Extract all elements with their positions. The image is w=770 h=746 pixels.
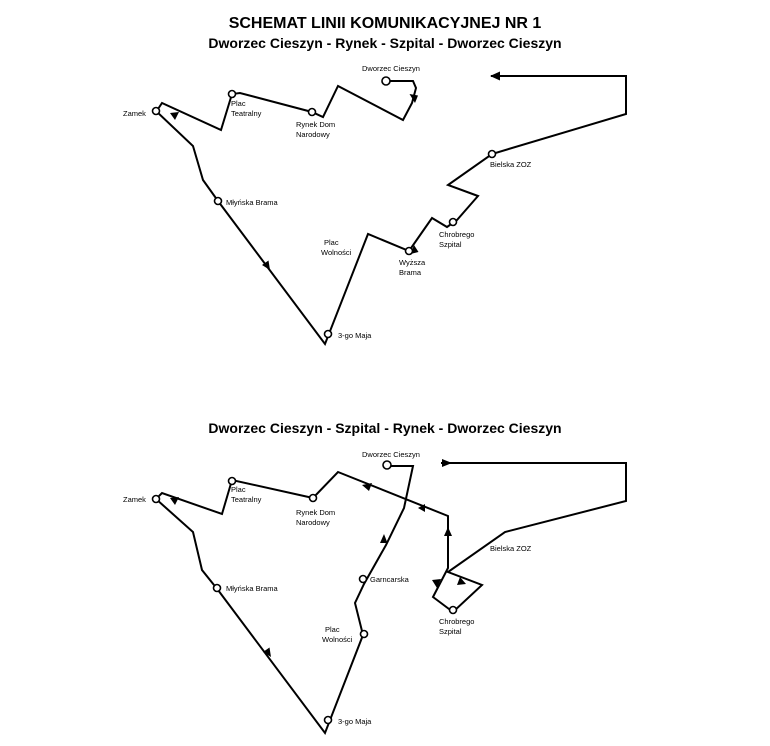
label-chrobrego-2: Szpital: [439, 627, 462, 636]
label-dworzec-cieszyn: Dworzec Cieszyn: [362, 450, 420, 459]
route-2-line-main: [154, 462, 627, 736]
label-plac-wolnosci-1: Plac: [324, 238, 339, 247]
route-2-diagram: Dworzec Cieszyn Zamek Plac Teatralny Ryn…: [123, 450, 627, 736]
stop-plac-wolnosci: [359, 629, 369, 639]
stop-3-go-maja: [323, 715, 333, 725]
label-chrobrego-2: Szpital: [439, 240, 462, 249]
stop-wyzsza-brama: [404, 246, 414, 256]
label-plac-wolnosci-2: Wolności: [322, 635, 353, 644]
route-1-diagram: Dworzec Cieszyn Zamek Plac Teatralny Ryn…: [123, 64, 627, 347]
stop-mlynska-brama: [213, 196, 223, 206]
label-plac-wolnosci-1: Plac: [325, 625, 340, 634]
label-garncarska: Garncarska: [370, 575, 410, 584]
stop-zamek: [151, 494, 161, 504]
route-1-title: Dworzec Cieszyn - Rynek - Szpital - Dwor…: [208, 35, 561, 51]
label-plac-teatralny-2: Teatralny: [231, 495, 262, 504]
route-1-line: [154, 75, 627, 347]
stop-bielska-zoz: [487, 149, 497, 159]
stop-chrobrego-szpital: [448, 605, 458, 615]
label-chrobrego-1: Chrobrego: [439, 617, 474, 626]
label-3-go-maja: 3-go Maja: [338, 331, 372, 340]
label-rynek-2: Narodowy: [296, 518, 330, 527]
route-2-title: Dworzec Cieszyn - Szpital - Rynek - Dwor…: [208, 420, 561, 436]
label-plac-wolnosci-2: Wolności: [321, 248, 352, 257]
label-zamek: Zamek: [123, 495, 146, 504]
label-wyzsza-2: Brama: [399, 268, 422, 277]
label-wyzsza-1: Wyższa: [399, 258, 426, 267]
label-3-go-maja: 3-go Maja: [338, 717, 372, 726]
label-mlynska-brama: Młyńska Brama: [226, 584, 279, 593]
label-plac-teatralny-2: Teatralny: [231, 109, 262, 118]
stop-zamek: [151, 106, 161, 116]
label-bielska-zoz: Bielska ZOZ: [490, 160, 532, 169]
label-rynek-2: Narodowy: [296, 130, 330, 139]
label-plac-teatralny-1: Plac: [231, 99, 246, 108]
label-dworzec-cieszyn: Dworzec Cieszyn: [362, 64, 420, 73]
stop-rynek: [307, 107, 317, 117]
stop-chrobrego-szpital: [448, 217, 458, 227]
label-mlynska-brama: Młyńska Brama: [226, 198, 279, 207]
stop-3-go-maja: [323, 329, 333, 339]
label-bielska-zoz: Bielska ZOZ: [490, 544, 532, 553]
label-zamek: Zamek: [123, 109, 146, 118]
stop-dworzec-cieszyn: [381, 76, 391, 86]
stop-plac-teatralny: [227, 476, 237, 486]
main-title: SCHEMAT LINII KOMUNIKACYJNEJ NR 1: [229, 15, 542, 32]
label-plac-teatralny-1: Plac: [231, 485, 246, 494]
label-chrobrego-1: Chrobrego: [439, 230, 474, 239]
stop-garncarska: [358, 574, 368, 584]
label-rynek-1: Rynek Dom: [296, 120, 335, 129]
stop-dworzec-cieszyn: [382, 460, 392, 470]
stop-mlynska-brama: [212, 583, 222, 593]
label-rynek-1: Rynek Dom: [296, 508, 335, 517]
stop-plac-teatralny: [227, 89, 237, 99]
stop-rynek: [308, 493, 318, 503]
